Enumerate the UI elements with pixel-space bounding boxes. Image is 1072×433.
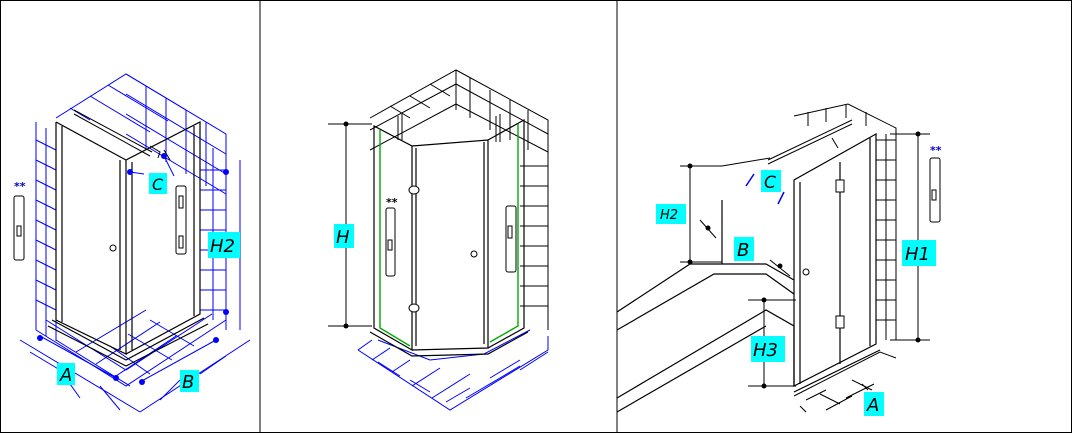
towel-bar-icon — [505, 205, 517, 273]
knob-icon — [470, 250, 478, 258]
support-bar-icon — [767, 119, 853, 165]
dimension-lines — [39, 155, 227, 383]
label-c-box — [761, 170, 781, 192]
dimension-dots — [687, 131, 921, 389]
knob-icon — [802, 268, 810, 276]
label-a-box — [864, 392, 884, 416]
support-bar-icon — [397, 114, 501, 142]
label-h3-box — [751, 336, 785, 362]
panel-corner-enclosure: ** C H2 A B — [13, 73, 251, 413]
label-h1: H1 — [905, 244, 930, 265]
label-h2-box — [208, 232, 240, 258]
label-h-box — [334, 224, 354, 248]
enclosure-outline — [793, 132, 881, 393]
dimension-dots — [343, 121, 349, 329]
marker-asterisk: ** — [14, 180, 26, 193]
support-bar-icon — [73, 109, 171, 161]
towel-bar-icon — [13, 195, 25, 261]
handle-icon — [385, 207, 396, 277]
dimension-a-ticks — [799, 383, 869, 413]
label-b: B — [182, 372, 194, 393]
towel-bar-icon — [929, 157, 941, 223]
hinge-icon — [835, 179, 845, 329]
panel-pentagonal-enclosure: ** H — [328, 69, 549, 411]
handle-icon — [175, 185, 187, 255]
knob-icon — [109, 244, 117, 252]
label-h2: H2 — [210, 236, 235, 257]
wall-tiles-left — [35, 73, 241, 341]
dimension-c-ticks — [745, 173, 785, 205]
floor-tiles — [357, 329, 549, 411]
seal-lines — [379, 124, 519, 347]
label-a: A — [866, 395, 879, 416]
hinge-icon — [408, 185, 420, 313]
wall-tiles — [793, 103, 897, 340]
label-h1-box — [902, 240, 936, 266]
wall-tiles — [369, 69, 549, 330]
label-b-box — [180, 370, 199, 392]
floor-tiles — [793, 351, 897, 411]
label-c-box — [149, 173, 167, 194]
bathtub — [616, 200, 795, 413]
enclosure-outline — [47, 121, 209, 367]
label-b-box — [734, 237, 754, 261]
enclosure-outline — [369, 118, 529, 357]
marker-asterisk: ** — [930, 144, 942, 157]
label-c: C — [764, 173, 776, 193]
label-h3: H3 — [753, 340, 778, 361]
label-b: B — [737, 240, 749, 261]
label-a-box — [57, 363, 75, 385]
label-a: A — [59, 365, 72, 386]
panel-bath-screen: ** C H2 B H3 H1 A — [616, 103, 942, 416]
label-h: H — [336, 227, 350, 248]
label-h2: H2 — [660, 208, 678, 223]
label-h2-box — [656, 204, 686, 224]
label-c: C — [152, 175, 164, 194]
marker-asterisk: ** — [386, 196, 398, 209]
dimension-dots — [37, 153, 229, 385]
